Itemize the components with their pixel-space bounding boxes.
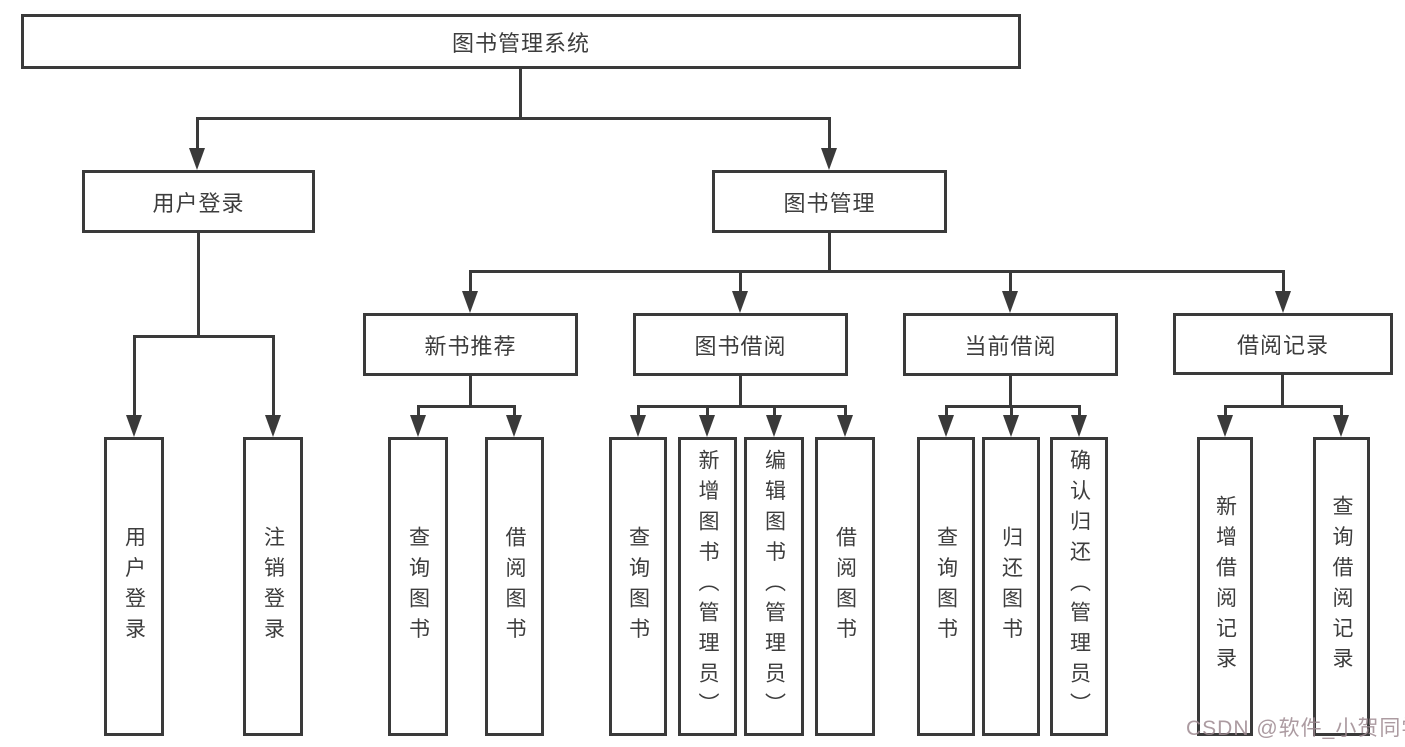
node-user-login-label: 用户登录 — [152, 190, 245, 216]
node-current-borrowing: 当前借阅 — [903, 313, 1118, 376]
connector-arrow-add-books — [699, 405, 715, 437]
leaf-query-books-current-label: 查询图书 — [934, 525, 958, 648]
connector-borrow-stem — [739, 376, 742, 405]
connector-user-stem — [197, 233, 200, 335]
connector-arrow-query-current — [938, 405, 954, 437]
connector-arrow-add-record — [1217, 405, 1233, 437]
leaf-logout-label: 注销登录 — [261, 525, 285, 648]
node-library-system-label: 图书管理系统 — [451, 30, 590, 56]
node-book-borrowing: 图书借阅 — [633, 313, 848, 376]
node-new-book-recommendation-label: 新书推荐 — [424, 333, 517, 359]
connector-arrow-leaf-logout — [265, 335, 281, 437]
leaf-confirm-return-admin-label: 确认归还（管理员） — [1067, 449, 1091, 724]
connector-arrow-records — [1275, 270, 1291, 313]
connector-current-rail — [945, 405, 1081, 408]
connector-arrow-current — [1002, 270, 1018, 313]
leaf-logout: 注销登录 — [243, 437, 303, 736]
leaf-confirm-return-admin: 确认归还（管理员） — [1050, 437, 1108, 736]
leaf-edit-books-admin: 编辑图书（管理员） — [744, 437, 804, 736]
node-current-borrowing-label: 当前借阅 — [964, 333, 1057, 359]
leaf-return-books: 归还图书 — [982, 437, 1040, 736]
leaf-borrow-books-recommend-label: 借阅图书 — [503, 525, 526, 648]
leaf-add-books-admin-label: 新增图书（管理员） — [696, 449, 719, 724]
leaf-query-books-recommend: 查询图书 — [388, 437, 448, 736]
node-borrowing-records: 借阅记录 — [1173, 313, 1393, 375]
connector-user-rail — [133, 335, 275, 338]
leaf-borrow-books-label: 借阅图书 — [833, 525, 857, 648]
node-book-borrowing-label: 图书借阅 — [694, 333, 787, 359]
connector-arrow-leaf-user-login — [126, 335, 142, 437]
connector-arrow-confirm-return — [1071, 405, 1087, 437]
leaf-query-books-borrow: 查询图书 — [609, 437, 667, 736]
connector-recommend-rail — [417, 405, 516, 408]
connector-arrow-borrow — [732, 270, 748, 313]
connector-books-rail — [469, 270, 1285, 273]
leaf-query-books-current: 查询图书 — [917, 437, 975, 736]
leaf-query-books-borrow-label: 查询图书 — [626, 525, 650, 648]
node-borrowing-records-label: 借阅记录 — [1236, 333, 1329, 358]
node-book-management: 图书管理 — [712, 170, 947, 233]
connector-arrow-return-books — [1003, 405, 1019, 437]
connector-arrow-book-management — [821, 117, 837, 170]
connector-arrow-user-login — [189, 117, 205, 170]
connector-borrow-rail — [637, 405, 847, 408]
connector-records-stem — [1281, 375, 1284, 405]
node-book-management-label: 图书管理 — [783, 190, 876, 216]
leaf-query-borrow-record: 查询借阅记录 — [1313, 437, 1370, 736]
connector-current-stem — [1009, 376, 1012, 405]
leaf-return-books-label: 归还图书 — [999, 525, 1023, 648]
connector-arrow-query-record — [1333, 405, 1349, 437]
leaf-add-books-admin: 新增图书（管理员） — [678, 437, 737, 736]
connector-arrow-borrow-recommend — [506, 405, 522, 437]
node-library-system: 图书管理系统 — [21, 14, 1021, 69]
leaf-borrow-books: 借阅图书 — [815, 437, 875, 736]
connector-root-stem — [519, 69, 522, 117]
connector-arrow-recommend — [462, 270, 478, 313]
connector-arrow-query-borrow — [630, 405, 646, 437]
node-new-book-recommendation: 新书推荐 — [363, 313, 578, 376]
leaf-add-borrow-record-label: 新增借阅记录 — [1213, 495, 1237, 678]
leaf-user-login: 用户登录 — [104, 437, 164, 736]
connector-arrow-query-recommend — [410, 405, 426, 437]
leaf-edit-books-admin-label: 编辑图书（管理员） — [762, 449, 786, 724]
leaf-borrow-books-recommend: 借阅图书 — [485, 437, 544, 736]
leaf-query-borrow-record-label: 查询借阅记录 — [1330, 495, 1353, 678]
connector-recommend-stem — [469, 376, 472, 405]
leaf-query-books-recommend-label: 查询图书 — [406, 525, 430, 648]
connector-arrow-borrow-books — [837, 405, 853, 437]
connector-books-stem — [828, 233, 831, 270]
node-user-login: 用户登录 — [82, 170, 315, 233]
connector-records-rail — [1224, 405, 1343, 408]
connector-root-rail — [196, 117, 831, 120]
leaf-add-borrow-record: 新增借阅记录 — [1197, 437, 1253, 736]
csdn-watermark: CSDN @软件_小贺同学 — [1186, 717, 1405, 740]
leaf-user-login-label: 用户登录 — [122, 525, 146, 648]
connector-arrow-edit-books — [766, 405, 782, 437]
